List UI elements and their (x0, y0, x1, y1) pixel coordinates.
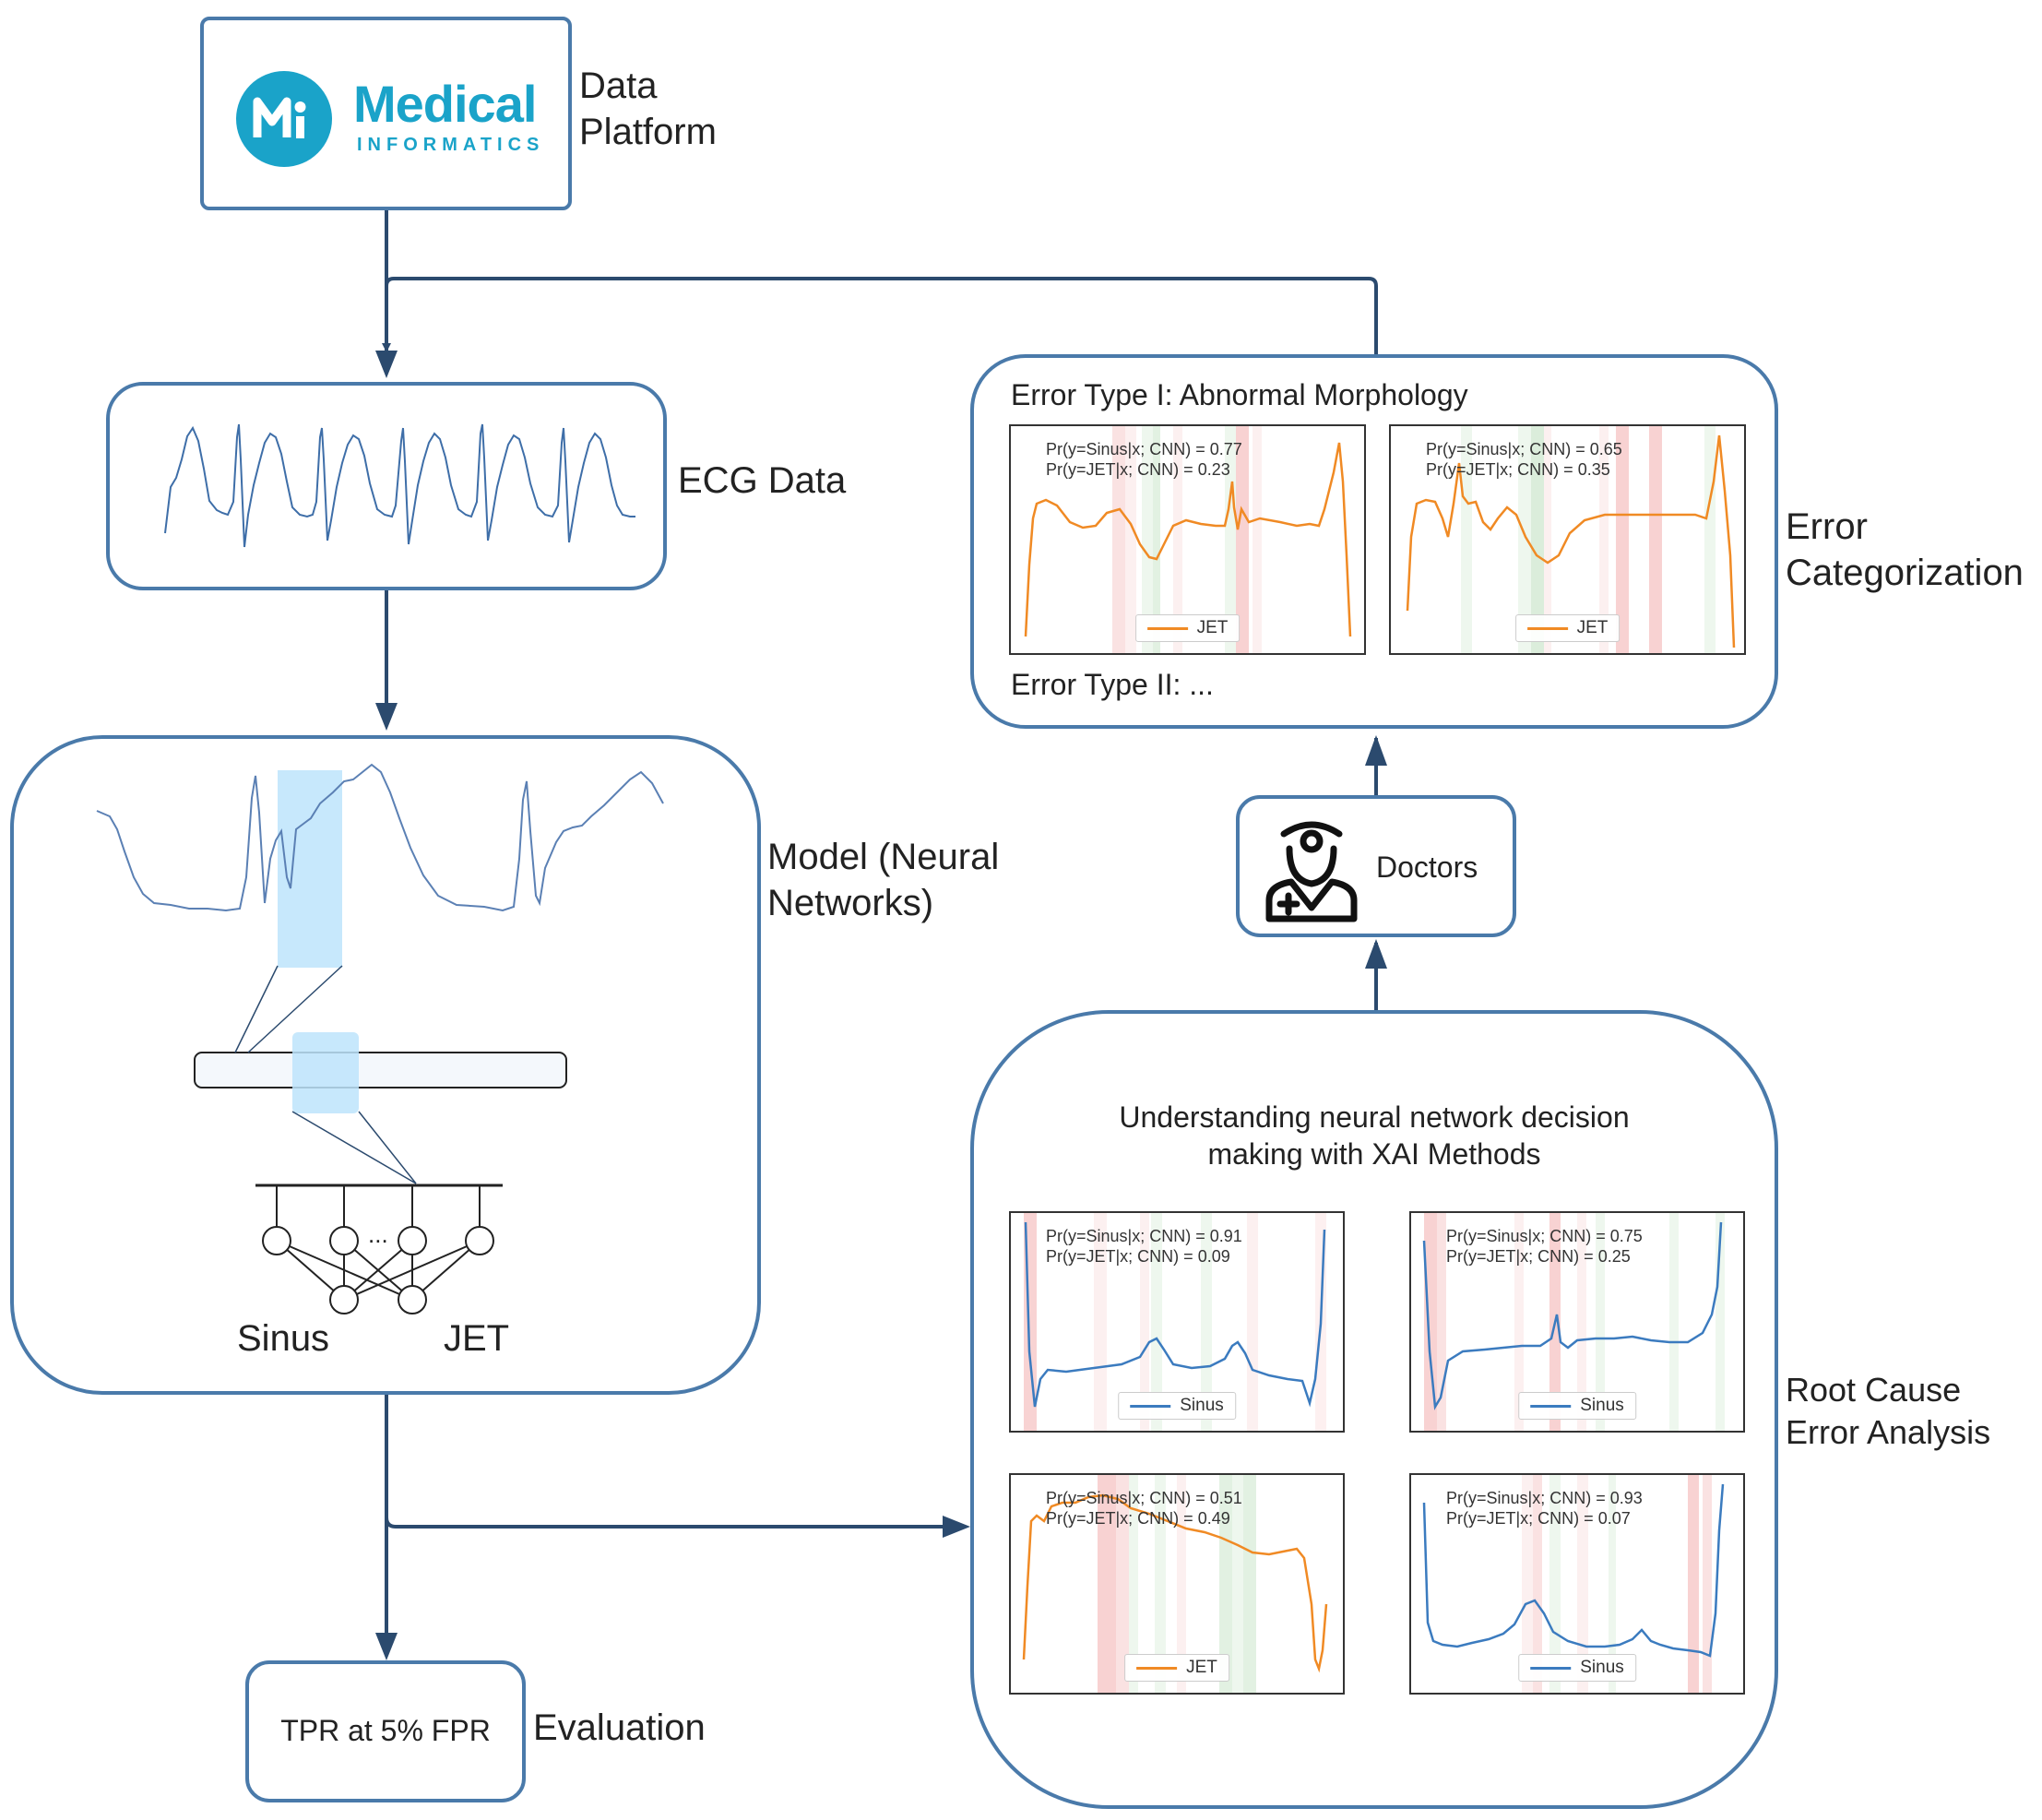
doctors-label: Doctors (1376, 851, 1478, 884)
plot-r3-prob-sinus: Pr(y=Sinus|x; CNN) = 0.51 (1046, 1489, 1242, 1507)
plot-r2-canvas (1422, 1213, 1725, 1431)
model-illustration (96, 763, 664, 1314)
doctors-box: Doctors (1236, 795, 1516, 937)
nn-output-sinus (329, 1285, 359, 1314)
plot-e1-legend: JET (1134, 614, 1241, 642)
metric-text: TPR at 5% FPR (280, 1714, 491, 1747)
evaluation-box: TPR at 5% FPR (245, 1660, 526, 1802)
arrow-model-to-rca (385, 1517, 959, 1529)
plot-r4-canvas (1422, 1475, 1725, 1693)
plot-e2-legend: JET (1514, 614, 1621, 642)
plot-r1-prob-sinus: Pr(y=Sinus|x; CNN) = 0.91 (1046, 1227, 1242, 1245)
logo-name: Medical (353, 75, 537, 133)
ecg-data-box (106, 382, 667, 590)
plot-e2-prob-sinus: Pr(y=Sinus|x; CNN) = 0.65 (1426, 440, 1622, 458)
error-type-1: Error Type I: Abnormal Morphology (1011, 378, 1468, 411)
doctor-icon (1265, 821, 1358, 922)
plot-r4-legend: Sinus (1518, 1654, 1636, 1682)
plot-r3-legend: JET (1124, 1654, 1229, 1682)
nn-node (398, 1226, 427, 1255)
input-window-highlight (278, 770, 342, 968)
plot-r4-prob-sinus: Pr(y=Sinus|x; CNN) = 0.93 (1446, 1489, 1643, 1507)
ecg-data-label: ECG Data (678, 460, 847, 501)
model-box: ... Sinus JET (10, 735, 761, 1395)
data-platform-box: Medical INFORMATICS (200, 17, 572, 210)
logo-icon (236, 71, 332, 167)
plot-r2-legend: Sinus (1518, 1392, 1636, 1420)
sinus-label: Sinus (237, 1318, 330, 1359)
plot-e1-prob-jet: Pr(y=JET|x; CNN) = 0.23 (1046, 460, 1230, 479)
plot-r4-prob-jet: Pr(y=JET|x; CNN) = 0.07 (1446, 1509, 1631, 1528)
plot-r3-canvas (1022, 1475, 1328, 1693)
logo-subtitle: INFORMATICS (357, 135, 545, 155)
plot-e2-prob-jet: Pr(y=JET|x; CNN) = 0.35 (1426, 460, 1610, 479)
feedback-line (385, 277, 1378, 354)
plot-r2-prob-sinus: Pr(y=Sinus|x; CNN) = 0.75 (1446, 1227, 1643, 1245)
nn-node (465, 1226, 494, 1255)
plot-e2-canvas (1406, 426, 1736, 653)
nn-output-jet (398, 1285, 427, 1314)
nn-dots: ... (368, 1220, 388, 1248)
plot-r2-prob-jet: Pr(y=JET|x; CNN) = 0.25 (1446, 1247, 1631, 1266)
plot-e1-prob-sinus: Pr(y=Sinus|x; CNN) = 0.77 (1046, 440, 1242, 458)
feature-highlight (292, 1032, 359, 1113)
plot-r1-prob-jet: Pr(y=JET|x; CNN) = 0.09 (1046, 1247, 1230, 1266)
error-type-2: Error Type II: ... (1011, 668, 1214, 701)
plot-r3-prob-jet: Pr(y=JET|x; CNN) = 0.49 (1046, 1509, 1230, 1528)
plot-e1-canvas (1024, 426, 1352, 653)
feature-bar (194, 1052, 567, 1088)
nn-node (329, 1226, 359, 1255)
plot-r1-canvas (1024, 1213, 1326, 1431)
nn-node (262, 1226, 291, 1255)
plot-r1-legend: Sinus (1118, 1392, 1236, 1420)
error-categorization-box: Error Type I: Abnormal Morphology Error … (970, 354, 1778, 729)
evaluation-label: Evaluation (533, 1707, 706, 1748)
jet-label: JET (444, 1318, 510, 1359)
ecg-waveform (164, 423, 635, 548)
